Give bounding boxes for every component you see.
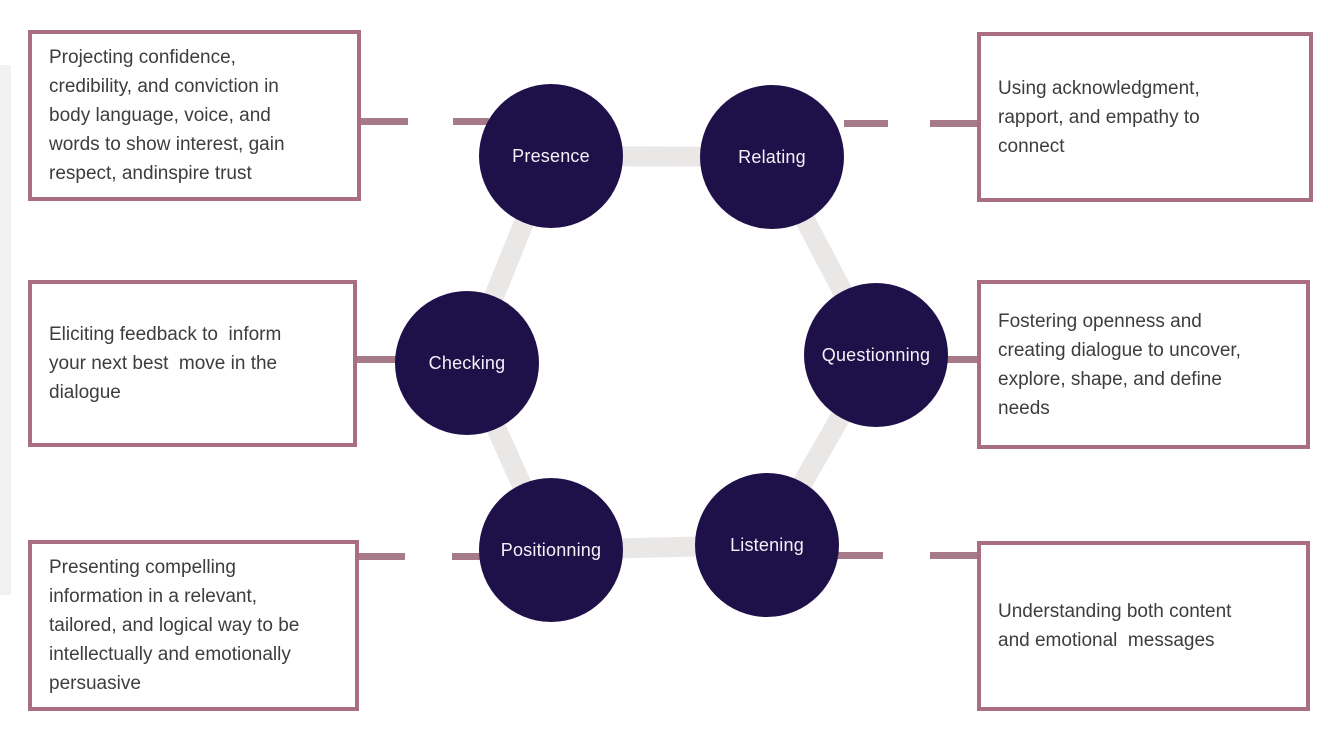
desc-box-relating: Using acknowledgment, rapport, and empat… <box>977 32 1313 202</box>
connector-positionning-dash-1 <box>358 553 405 560</box>
node-checking: Checking <box>395 291 539 435</box>
desc-box-listening: Understanding both content and emotional… <box>977 541 1310 711</box>
connector-relating-dash-2 <box>930 120 978 127</box>
node-checking-label: Checking <box>428 352 506 373</box>
node-listening-label: Listening <box>730 534 804 555</box>
connector-questionning <box>942 356 980 363</box>
node-positionning-label: Positionning <box>500 539 602 560</box>
node-presence-label: Presence <box>512 145 590 166</box>
desc-text-positionning: Presenting compelling information in a r… <box>49 557 300 694</box>
node-questionning-label: Questionning <box>821 344 931 365</box>
connector-presence-dash-1 <box>360 118 408 125</box>
page-edge-strip <box>0 65 11 595</box>
connector-presence-dash-2 <box>453 118 489 125</box>
desc-box-questionning: Fostering openness and creating dialogue… <box>977 280 1310 449</box>
node-positionning: Positionning <box>479 478 623 622</box>
connector-relating-dash-1 <box>844 120 888 127</box>
node-relating-label: Relating <box>738 146 806 167</box>
connector-listening-dash-1 <box>836 552 883 559</box>
desc-text-questionning: Fostering openness and creating dialogue… <box>998 310 1241 419</box>
node-questionning: Questionning <box>804 283 948 427</box>
desc-text-checking: Eliciting feedback to inform your next b… <box>49 324 282 403</box>
desc-text-relating: Using acknowledgment, rapport, and empat… <box>998 77 1200 157</box>
desc-text-listening: Understanding both content and emotional… <box>998 601 1232 651</box>
node-relating: Relating <box>700 85 844 229</box>
desc-text-presence: Projecting confidence, credibility, and … <box>49 47 285 184</box>
node-presence: Presence <box>479 84 623 228</box>
connector-positionning-dash-2 <box>452 553 487 560</box>
node-listening: Listening <box>695 473 839 617</box>
desc-box-positionning: Presenting compelling information in a r… <box>28 540 359 711</box>
desc-box-checking: Eliciting feedback to inform your next b… <box>28 280 357 447</box>
connector-listening-dash-2 <box>930 552 978 559</box>
connector-checking <box>355 356 399 363</box>
desc-box-presence: Projecting confidence, credibility, and … <box>28 30 361 201</box>
